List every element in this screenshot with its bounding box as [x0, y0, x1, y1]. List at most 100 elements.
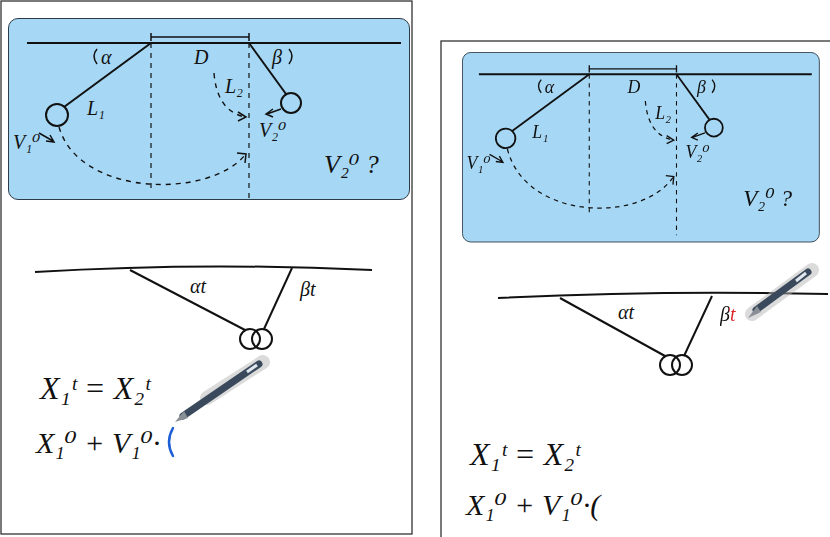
sketch-stroke: [46, 104, 68, 126]
sketch-stroke: [796, 273, 806, 281]
handwritten-math: αt: [618, 301, 634, 324]
handwritten-label: L₂: [225, 75, 243, 97]
sketch-label-box: L₂: [225, 75, 243, 97]
sketch-stroke: [589, 65, 676, 72]
pendulum-sketch: [463, 53, 821, 243]
handwritten-note: αt: [190, 275, 206, 298]
sketch-stroke: [39, 133, 54, 142]
sketch-stroke: [94, 49, 97, 64]
handwritten-label: β: [272, 46, 282, 68]
screenshot-frame: [1, 1, 412, 534]
sketch-stroke: [496, 129, 516, 149]
sketch-stroke: [27, 42, 401, 44]
handwritten-math: X₁⁰ + V₁⁰·: [36, 426, 160, 461]
string-line: [130, 270, 245, 330]
sketch-stroke: [169, 428, 173, 456]
handwritten-label: V₁⁰: [13, 131, 40, 153]
handwritten-label: V₂⁰: [685, 142, 709, 162]
sketch-stroke: [64, 43, 151, 107]
sketch-stroke: [175, 411, 188, 422]
handwritten-label: V₂⁰ ?: [743, 186, 792, 212]
sketch-stroke: [237, 153, 246, 163]
sketch-stroke: [589, 74, 590, 213]
handwritten-note: X₁⁰ + V₁⁰·: [36, 424, 179, 460]
sketch-label-box: D: [628, 77, 641, 97]
handwritten-note: X₁ᵗ = X₂ᵗ: [40, 370, 150, 407]
sketch-stroke: [539, 80, 542, 93]
ball: [240, 329, 260, 349]
sketch-label-box: V₂⁰: [259, 119, 286, 141]
handwritten-note: αt: [618, 301, 634, 324]
handwritten-math: βt: [720, 303, 736, 326]
sketch-label-box: V₁⁰: [466, 153, 490, 173]
handwritten-label: α: [545, 77, 554, 97]
handwritten-label: L₂: [655, 103, 671, 123]
handwritten-label: D: [628, 77, 641, 97]
sketch-stroke: [281, 93, 301, 113]
handwritten-math: βt: [300, 278, 316, 301]
sketch-stroke: [667, 136, 674, 144]
sketch-label-box: β: [272, 46, 282, 68]
sketch-stroke: [512, 74, 589, 131]
sketch-label-box: V₂⁰ ?: [743, 186, 792, 211]
sketch-stroke: [676, 74, 677, 235]
ceiling-line: [35, 266, 372, 272]
sketch-stroke: [247, 365, 257, 372]
sketch-stroke: [150, 43, 151, 189]
handwritten-note: βt: [300, 278, 316, 301]
sketch-label-box: α: [545, 77, 554, 97]
pen-stroke: [163, 424, 179, 460]
sketch-label-box: L₁: [87, 97, 105, 119]
sketch-stroke: [748, 306, 761, 318]
sketch-stroke: [289, 49, 292, 64]
handwritten-label: V₁⁰: [466, 153, 490, 173]
sketch-stroke: [266, 109, 281, 117]
sketch-stroke: [692, 133, 705, 140]
handwritten-math: αt: [190, 275, 206, 298]
sketch-stroke: [756, 272, 808, 310]
handwritten-label: V₂⁰ ?: [324, 150, 379, 179]
handwritten-label: L₁: [532, 122, 548, 142]
sketch-stroke: [507, 149, 673, 208]
handwritten-label: β: [697, 77, 706, 97]
sketch-label-box: α: [101, 46, 112, 68]
sketch-stroke: [676, 74, 709, 119]
sketch-stroke: [666, 176, 674, 185]
handwritten-label: D: [194, 46, 208, 68]
ball: [660, 355, 680, 375]
sketch-stroke: [151, 33, 249, 41]
sketch-label-box: L₁: [532, 122, 548, 142]
handwritten-label: V₂⁰: [259, 119, 286, 141]
handwritten-label: L₁: [87, 97, 105, 119]
ball: [252, 329, 272, 349]
sketch-stroke: [712, 80, 715, 93]
ball: [672, 355, 692, 375]
sketch-label-box: β: [697, 77, 706, 97]
sketch-panel: α DβL₁ L₂ V₁⁰ V₂⁰ V₂⁰ ?: [462, 52, 820, 242]
string-line: [560, 298, 665, 356]
sketch-label-box: D: [194, 46, 208, 68]
handwritten-label: α: [101, 46, 112, 68]
screenshot-frame: [441, 41, 830, 537]
sketch-stroke: [752, 270, 812, 314]
sketch-stroke: [183, 364, 259, 416]
handwritten-math: X₁ᵗ = X₂ᵗ: [40, 370, 150, 407]
sketch-label-box: V₁⁰: [13, 131, 40, 153]
sketch-label-box: V₂⁰: [685, 142, 709, 162]
stylus-pen: [748, 270, 812, 318]
string-line: [264, 268, 292, 329]
string-line: [684, 296, 712, 356]
handwritten-math: X₁ᵗ = X₂ᵗ: [470, 436, 580, 473]
sketch-label-box: V₂⁰ ?: [324, 151, 379, 180]
sketch-stroke: [645, 101, 673, 140]
handwritten-note: X₁⁰ + V₁⁰·(: [466, 488, 600, 523]
sketch-stroke: [59, 127, 245, 184]
sketch-stroke: [238, 112, 246, 121]
handwritten-note: βt: [720, 303, 736, 326]
sketch-stroke: [248, 43, 249, 199]
sketch-stroke: [214, 73, 245, 117]
sketch-stroke: [705, 119, 723, 137]
handwritten-math: X₁⁰ + V₁⁰·(: [466, 488, 600, 523]
handwritten-note: X₁ᵗ = X₂ᵗ: [470, 436, 580, 473]
sketch-stroke: [479, 73, 812, 75]
